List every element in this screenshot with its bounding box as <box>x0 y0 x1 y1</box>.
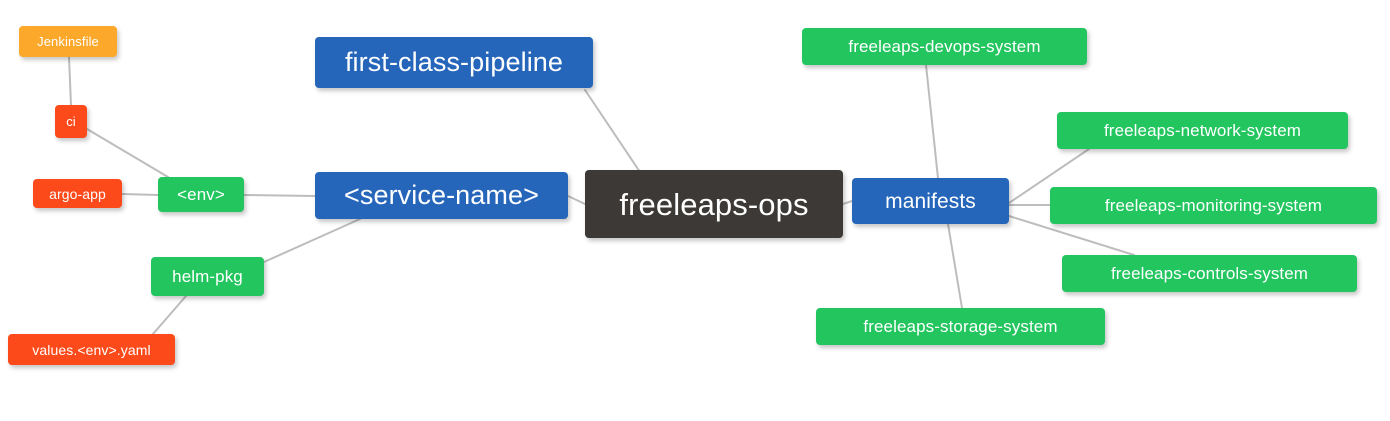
edge-service-name-to-helm-pkg <box>263 218 361 263</box>
mindmap-node-argo-app[interactable]: argo-app <box>33 179 122 208</box>
mindmap-node-manifests[interactable]: manifests <box>852 178 1009 224</box>
mindmap-node-freeleaps-storage-system[interactable]: freeleaps-storage-system <box>816 308 1105 345</box>
edge-freeleaps-ops-to-manifests <box>842 200 853 205</box>
mindmap-node-values-env-yaml[interactable]: values.<env>.yaml <box>8 334 175 365</box>
mindmap-node-freeleaps-devops-system[interactable]: freeleaps-devops-system <box>802 28 1087 65</box>
mindmap-node-env[interactable]: <env> <box>158 177 244 212</box>
edge-freeleaps-ops-to-service-name <box>567 195 586 205</box>
edge-manifests-to-freeleaps-storage-system <box>947 223 963 309</box>
edge-manifests-to-freeleaps-devops-system <box>925 64 939 179</box>
mindmap-node-helm-pkg[interactable]: helm-pkg <box>151 257 264 296</box>
edge-service-name-to-env <box>243 194 316 197</box>
mindmap-node-freeleaps-ops[interactable]: freeleaps-ops <box>585 170 843 238</box>
mindmap-node-jenkinsfile[interactable]: Jenkinsfile <box>19 26 117 57</box>
edge-env-to-argo-app <box>121 193 159 196</box>
mindmap-node-freeleaps-controls-system[interactable]: freeleaps-controls-system <box>1062 255 1357 292</box>
edge-env-to-ci <box>86 128 169 178</box>
edge-ci-to-jenkinsfile <box>68 56 72 106</box>
mindmap-node-service-name[interactable]: <service-name> <box>315 172 568 219</box>
mindmap-node-ci[interactable]: ci <box>55 105 87 138</box>
mindmap-node-freeleaps-monitoring-system[interactable]: freeleaps-monitoring-system <box>1050 187 1377 224</box>
mindmap-node-first-class-pipeline[interactable]: first-class-pipeline <box>315 37 593 88</box>
edge-freeleaps-ops-to-first-class-pipeline <box>584 89 641 173</box>
edge-helm-pkg-to-values-env-yaml <box>152 295 187 335</box>
mindmap-node-freeleaps-network-system[interactable]: freeleaps-network-system <box>1057 112 1348 149</box>
